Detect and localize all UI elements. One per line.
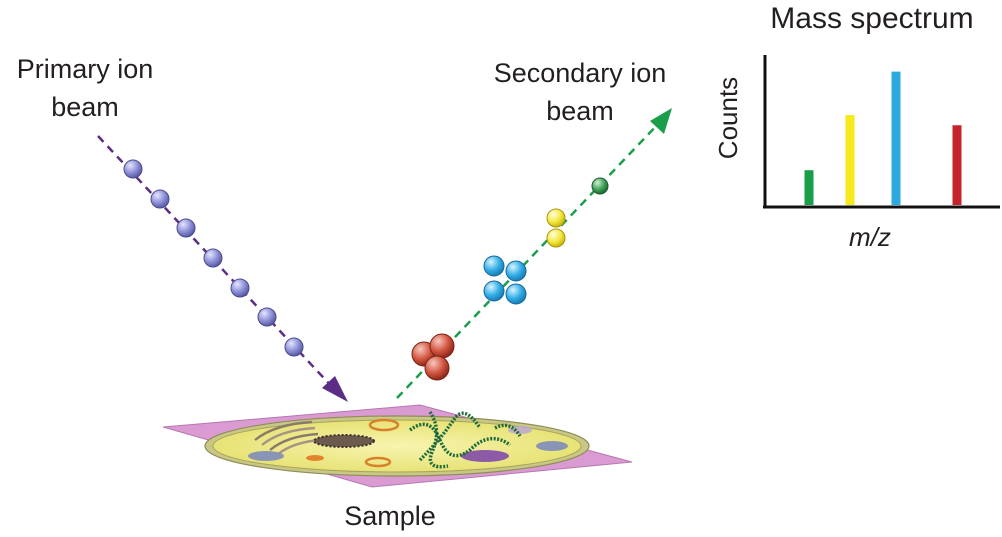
chart-title: Mass spectrum: [770, 2, 974, 35]
organelle-grey: [536, 441, 568, 451]
secondary-arrowhead: [650, 108, 672, 134]
sample-label: Sample: [344, 501, 436, 531]
vacuole: [508, 426, 532, 434]
secondary-label-line2: beam: [546, 96, 614, 126]
organelle-blue: [248, 451, 284, 461]
secondary-label-line1: Secondary ion: [493, 58, 667, 88]
primary-ion: [230, 278, 250, 298]
primary-ion-beam-label: Primary ion beam: [0, 50, 170, 126]
green-ion: [591, 177, 609, 195]
yellow-ion-pair: [546, 208, 566, 248]
organelle-orange-3: [306, 455, 324, 461]
dna-strands: [408, 411, 522, 469]
primary-ion: [284, 337, 304, 357]
y-axis-label: Counts: [713, 76, 743, 160]
primary-ion: [203, 248, 223, 268]
primary-ion: [150, 189, 170, 209]
secondary-ion-beam-label: Secondary ion beam: [490, 54, 670, 130]
primary-ion-beam: [97, 135, 348, 402]
nucleus: [313, 434, 375, 448]
secondary-ion-beam: [396, 108, 672, 399]
organelle-orange-1: [368, 418, 400, 432]
spectrum-bar-4: [952, 125, 962, 205]
primary-arrowhead: [322, 376, 348, 402]
spectrum-bar-2: [845, 115, 855, 205]
red-ion-cluster: [411, 333, 455, 381]
spectrum-bar-1: [804, 170, 814, 205]
organelle-purple: [461, 450, 509, 462]
mass-spectrum-chart: [763, 55, 1000, 209]
primary-label-line2: beam: [51, 92, 119, 122]
primary-ion: [257, 307, 277, 327]
x-axis-label: m/z: [849, 222, 891, 252]
primary-label-line1: Primary ion: [16, 54, 154, 84]
primary-ion: [123, 159, 143, 179]
sample: [162, 404, 633, 488]
primary-ion: [176, 218, 196, 238]
organelle-orange-2: [364, 456, 392, 468]
spectrum-bar-3: [891, 71, 901, 205]
blue-ion-cluster: [483, 255, 527, 305]
